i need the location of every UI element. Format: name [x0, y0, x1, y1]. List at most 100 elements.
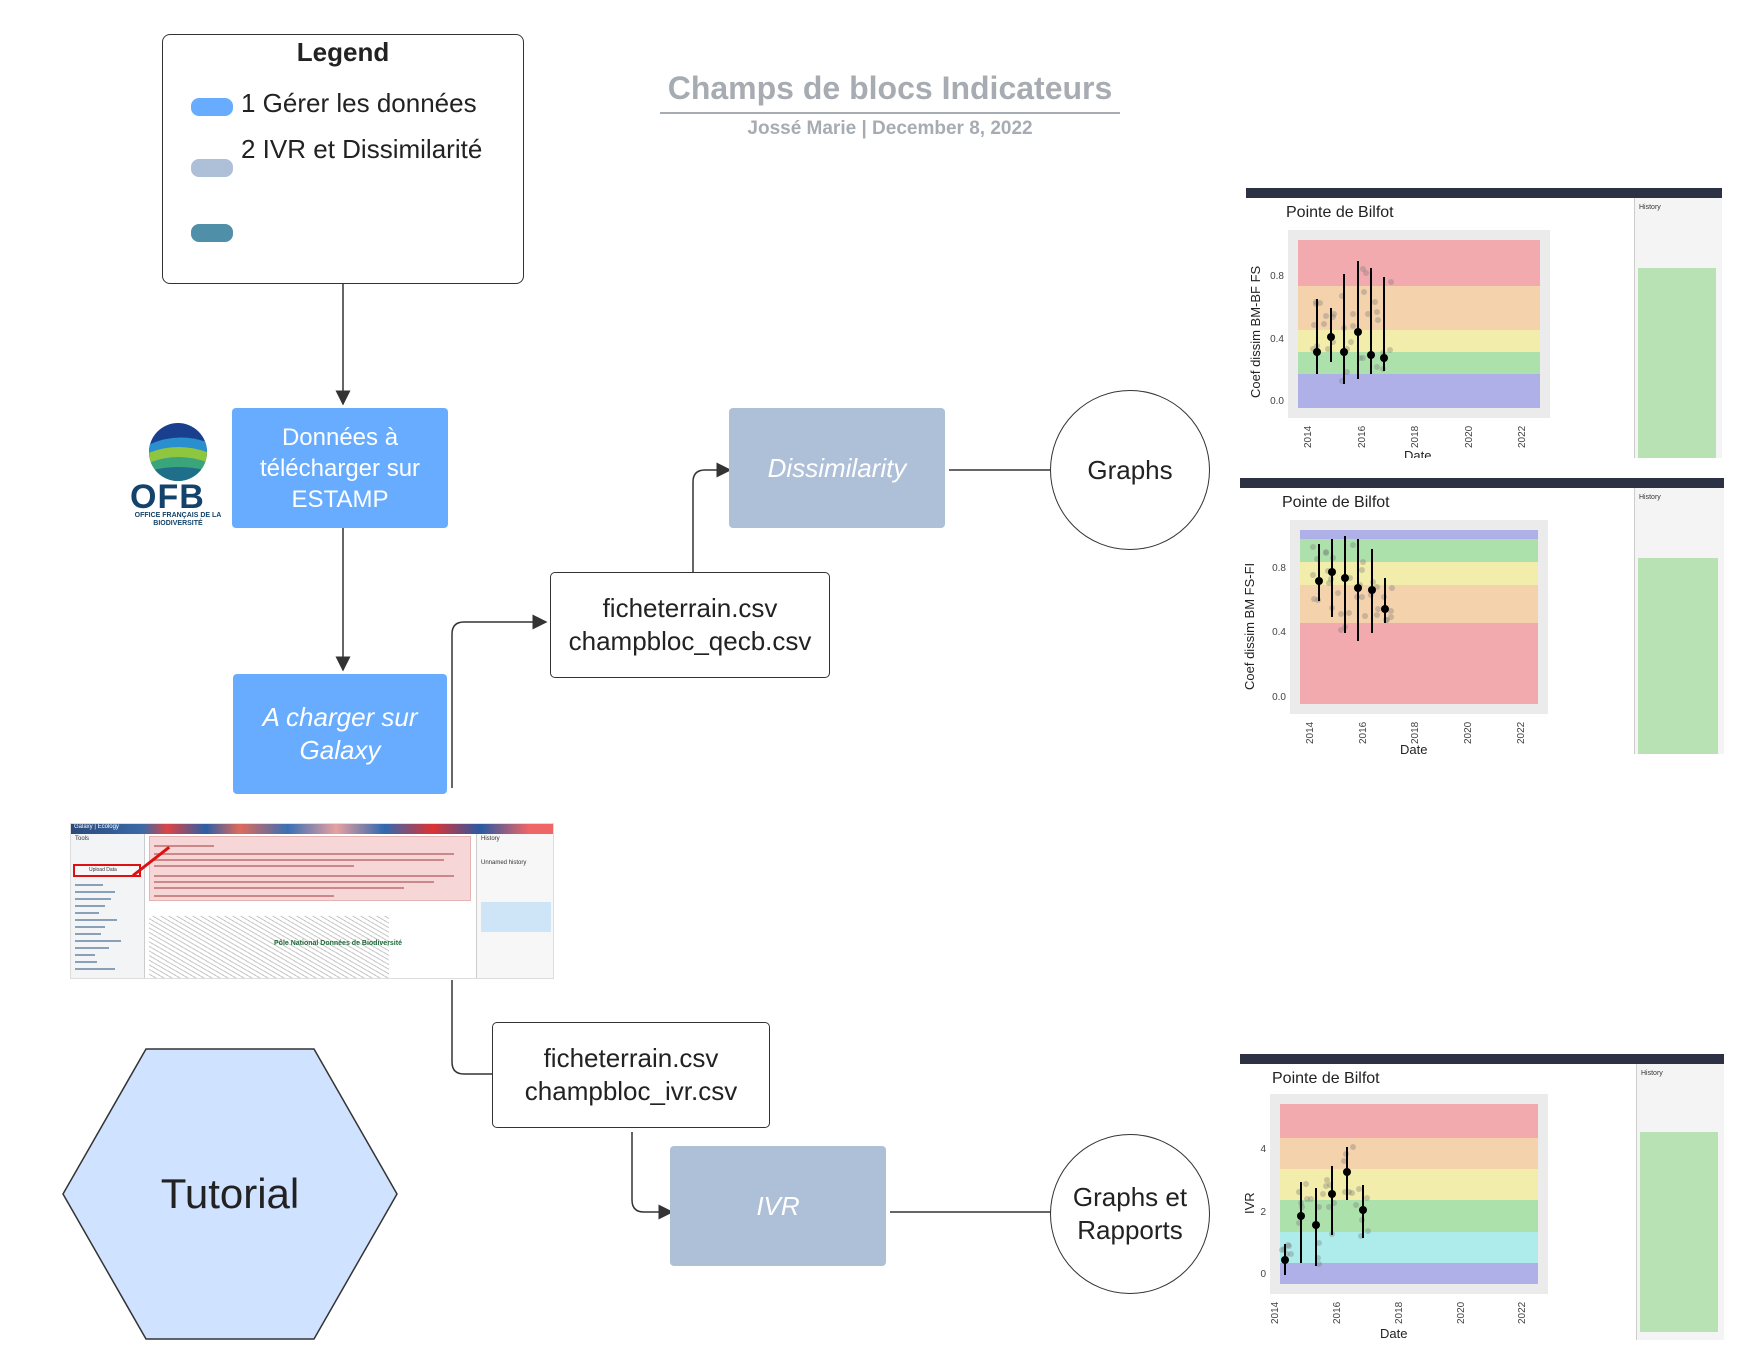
- chart-1-raw-point: [1387, 278, 1394, 285]
- tutorial-hexagon: [62, 1048, 398, 1340]
- history-sidebar: History: [1634, 198, 1722, 458]
- tool-item[interactable]: [75, 954, 95, 956]
- chart-1-xtick: 2022: [1517, 425, 1529, 448]
- plot-screenshot-dissim-bmbf: History Pointe de Bilfot Coef dissim BM-…: [1246, 188, 1722, 458]
- chart-1-raw-point: [1365, 310, 1372, 317]
- chart-3-raw-point: [1278, 1247, 1285, 1254]
- chart-3-raw-point: [1319, 1191, 1326, 1198]
- chart-3-raw-point: [1340, 1158, 1347, 1165]
- history-sidebar: History: [1636, 1064, 1724, 1340]
- chart-3-raw-point: [1325, 1203, 1332, 1210]
- galaxy-upload-button[interactable]: Upload Data: [73, 864, 141, 877]
- dissim-files-box: ficheterrain.csv champbloc_qecb.csv: [550, 572, 830, 678]
- tutorial-node[interactable]: Tutorial: [62, 1048, 398, 1340]
- galaxy-tools-label: Tools: [75, 836, 90, 842]
- tool-item[interactable]: [75, 898, 111, 900]
- tool-item[interactable]: [75, 947, 109, 949]
- history-sidebar-label: History: [1641, 1070, 1663, 1077]
- tool-item[interactable]: [75, 884, 103, 886]
- chart-1-mean-point: [1326, 332, 1335, 341]
- chart-2-raw-point: [1383, 617, 1390, 624]
- chart-2-raw-point: [1359, 567, 1366, 574]
- chart-1-error-bar: [1343, 273, 1346, 384]
- chart-2-raw-point: [1388, 585, 1395, 591]
- chart-3-raw-point: [1356, 1186, 1363, 1193]
- chart-3-raw-point: [1346, 1189, 1353, 1196]
- connector-galaxy-ivr-files: [451, 980, 492, 1075]
- galaxy-welcome-illustration: [149, 916, 389, 978]
- chart-3-xtick: 2018: [1393, 1301, 1405, 1324]
- chart-3-raw-point: [1353, 1201, 1360, 1208]
- chart-1-raw-point: [1339, 292, 1345, 299]
- chart-2-raw-point: [1309, 571, 1316, 578]
- tool-item[interactable]: [75, 912, 99, 914]
- chart-1-raw-point: [1321, 321, 1327, 328]
- chart-2-ytick: 0.0: [1272, 691, 1286, 703]
- chart-2-mean-point: [1380, 604, 1389, 613]
- galaxy-tool-panel: Tools Upload Data: [71, 834, 145, 978]
- legend-label-1: 1 Gérer les données: [241, 88, 477, 118]
- chart-3-band: [1280, 1200, 1538, 1232]
- ofb-logo-subtext: OFFICE FRANÇAIS DE LA BIODIVERSITÉ: [134, 512, 222, 527]
- legend-swatch-1: [191, 98, 233, 116]
- chart-2-ytick: 0.4: [1272, 627, 1286, 639]
- history-sidebar: History: [1634, 488, 1724, 754]
- chart-3-mean-point: [1358, 1205, 1367, 1214]
- chart-3-raw-point: [1330, 1199, 1337, 1206]
- chart-3-raw-point: [1358, 1233, 1365, 1240]
- chart-1-band: [1298, 374, 1540, 408]
- chart-3-raw-point: [1296, 1219, 1303, 1226]
- galaxy-masthead: [71, 824, 553, 834]
- chart-1-raw-point: [1325, 346, 1332, 353]
- chart-3-raw-point: [1281, 1246, 1288, 1253]
- chart-1-error-bar: [1383, 277, 1386, 371]
- chart-2-raw-point: [1347, 574, 1354, 581]
- chart-3-raw-point: [1323, 1183, 1329, 1190]
- connector-files-dissimilarity: [692, 462, 732, 572]
- ofb-logo-text: OFB: [130, 478, 205, 516]
- chart-2-mean-point: [1354, 583, 1363, 592]
- chart-2-raw-point: [1328, 576, 1335, 583]
- chart-2-error-bar: [1331, 539, 1334, 617]
- chart-1-raw-point: [1329, 313, 1336, 320]
- chart-2-mean-point: [1367, 585, 1376, 594]
- chart-2-ylabel: Coef dissim BM FS-FI: [1242, 562, 1257, 690]
- chart-3-xtick: 2016: [1331, 1301, 1343, 1324]
- chart-3-error-bar: [1330, 1165, 1333, 1235]
- chart-2-error-bar: [1344, 536, 1347, 634]
- tool-item[interactable]: [75, 891, 115, 893]
- chart-3-mean-point: [1343, 1168, 1352, 1177]
- tool-item[interactable]: [75, 961, 97, 963]
- chart-1-raw-point: [1339, 377, 1346, 384]
- tool-item[interactable]: [75, 933, 101, 935]
- chart-3-ytick: 4: [1260, 1144, 1266, 1156]
- chart-1-title: Pointe de Bilfot: [1286, 204, 1394, 221]
- chart-2-band: [1300, 562, 1538, 585]
- chart-1-raw-point: [1379, 350, 1386, 357]
- tool-item[interactable]: [75, 940, 121, 942]
- tool-item[interactable]: [75, 905, 105, 907]
- galaxy-history-name[interactable]: Unnamed history: [481, 860, 527, 866]
- tool-item[interactable]: [75, 919, 117, 921]
- page-subtitle: Jossé Marie | December 8, 2022: [747, 118, 1033, 139]
- chart-1-ytick: 0.0: [1270, 396, 1284, 408]
- history-datasets: [1640, 1132, 1718, 1332]
- chart-2-raw-point: [1384, 617, 1391, 624]
- chart-2-panel: [1290, 520, 1548, 714]
- history-sidebar-label: History: [1639, 204, 1661, 211]
- ofb-logo-emblem: [149, 423, 207, 481]
- chart-2-band: [1300, 584, 1538, 624]
- chart-3-xtick: 2022: [1517, 1301, 1529, 1324]
- chart-2-raw-point: [1338, 611, 1345, 618]
- chart-1-raw-point: [1374, 316, 1381, 323]
- connector-files-ivr: [631, 1132, 674, 1220]
- chart-1-raw-point: [1310, 321, 1317, 328]
- chart-1-raw-point: [1312, 300, 1319, 307]
- chart-2-raw-point: [1358, 594, 1365, 601]
- tool-item[interactable]: [75, 926, 105, 928]
- chart-3-raw-point: [1315, 1254, 1322, 1261]
- chart-1-raw-point: [1374, 363, 1381, 370]
- chart-3-ytick: 0: [1260, 1269, 1266, 1281]
- tool-item[interactable]: [75, 968, 115, 970]
